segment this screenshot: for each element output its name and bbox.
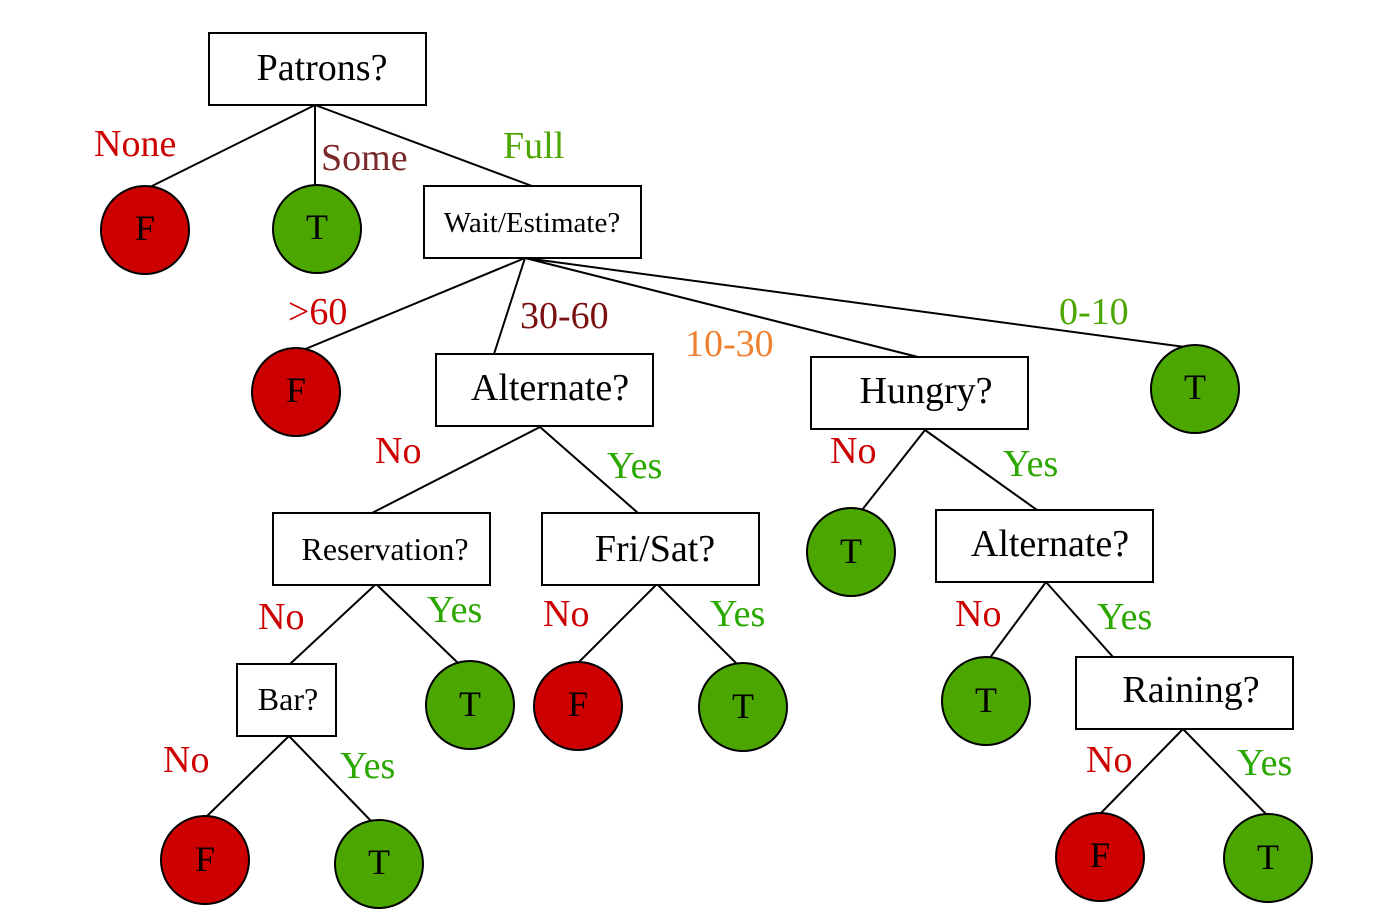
node-label-bar: Bar?	[258, 681, 318, 717]
edge-wait-30-60	[493, 257, 526, 355]
edge-wait-10-30	[524, 257, 919, 358]
edge-raining-no	[1099, 728, 1184, 815]
leaf-patrons-some: T	[272, 184, 362, 274]
leaf-label-wait-gt60: F	[286, 370, 306, 410]
edge-wait-0-10	[524, 257, 1186, 348]
leaf-label-reservation-yes: T	[459, 684, 481, 724]
edge-label-bar-yes: Yes	[340, 745, 395, 787]
leaf-fri-sat-yes: T	[698, 662, 788, 752]
leaf-label-hungry-no: T	[840, 531, 862, 571]
edge-frisat-yes	[656, 583, 739, 666]
edge-label-raining-no: No	[1086, 739, 1132, 781]
edge-reservation-no	[289, 583, 377, 665]
leaf-label-alternate2-no: T	[975, 680, 997, 720]
leaf-label-raining-yes: T	[1257, 837, 1279, 877]
leaf-alternate2-no: T	[941, 656, 1031, 746]
leaf-bar-no: F	[160, 815, 250, 905]
node-alternate-1: Alternate?	[435, 353, 654, 427]
edge-label-none: None	[94, 123, 176, 165]
leaf-raining-yes: T	[1223, 813, 1313, 903]
leaf-label-bar-no: F	[195, 839, 215, 879]
edge-alternate1-yes	[539, 426, 639, 514]
edge-raining-yes	[1182, 728, 1267, 815]
edge-label-hungry-yes: Yes	[1003, 443, 1058, 485]
node-raining: Raining?	[1075, 656, 1294, 730]
node-fri-sat: Fri/Sat?	[541, 512, 760, 586]
node-label-fri-sat: Fri/Sat?	[595, 528, 715, 570]
edge-label-10-30: 10-30	[685, 323, 774, 365]
leaf-wait-0-10: T	[1150, 344, 1240, 434]
node-label-hungry: Hungry?	[860, 370, 993, 412]
edge-label-frisat-no: No	[543, 593, 589, 635]
edge-label-reservation-no: No	[258, 596, 304, 638]
edge-label-some: Some	[321, 137, 408, 179]
leaf-raining-no: F	[1055, 812, 1145, 902]
leaf-fri-sat-no: F	[533, 661, 623, 751]
edge-bar-yes	[288, 735, 373, 823]
leaf-label-wait-0-10: T	[1184, 367, 1206, 407]
node-label-reservation: Reservation?	[301, 531, 468, 567]
node-bar: Bar?	[236, 663, 337, 737]
edge-label-alternate2-no: No	[955, 593, 1001, 635]
node-label-alternate-1: Alternate?	[471, 367, 629, 409]
node-reservation: Reservation?	[272, 512, 491, 586]
leaf-label-fri-sat-yes: T	[732, 686, 754, 726]
edge-frisat-no	[577, 583, 658, 664]
tree-edges	[147, 104, 1267, 823]
leaf-label-fri-sat-no: F	[568, 684, 588, 724]
edge-labels: None Some Full >60 30-60 10-30 0-10 No Y…	[94, 123, 1292, 787]
leaf-label-bar-yes: T	[368, 842, 390, 882]
edge-label-alternate1-no: No	[375, 430, 421, 472]
edge-label-bar-no: No	[163, 739, 209, 781]
edge-label-raining-yes: Yes	[1237, 742, 1292, 784]
edge-bar-no	[204, 735, 290, 819]
edge-label-frisat-yes: Yes	[710, 593, 765, 635]
edge-label-reservation-yes: Yes	[427, 589, 482, 631]
edge-patrons-none	[147, 104, 316, 189]
node-patrons: Patrons?	[208, 32, 427, 106]
decision-nodes: Patrons? Wait/Estimate? Alternate? Hungr…	[208, 32, 1294, 737]
edge-hungry-no	[861, 429, 926, 511]
edge-label-alternate1-yes: Yes	[607, 445, 662, 487]
node-alternate-2: Alternate?	[935, 509, 1154, 583]
leaf-wait-gt60: F	[251, 347, 341, 437]
edge-label-alternate2-yes: Yes	[1097, 596, 1152, 638]
leaf-label-patrons-none: F	[135, 208, 155, 248]
edge-reservation-yes	[375, 583, 459, 664]
node-hungry: Hungry?	[810, 356, 1029, 430]
leaf-patrons-none: F	[100, 185, 190, 275]
node-label-wait-estimate: Wait/Estimate?	[444, 207, 620, 239]
leaf-nodes: F T F T T T F T	[100, 184, 1313, 909]
edge-label-0-10: 0-10	[1059, 291, 1129, 333]
leaf-label-patrons-some: T	[306, 207, 328, 247]
edge-patrons-full	[314, 104, 533, 187]
edge-alternate2-yes	[1045, 581, 1114, 658]
edge-label-30-60: 30-60	[520, 295, 609, 337]
edge-alternate2-no	[988, 581, 1047, 660]
leaf-hungry-no: T	[806, 507, 896, 597]
leaf-bar-yes: T	[334, 819, 424, 909]
leaf-label-raining-no: F	[1090, 835, 1110, 875]
node-wait-estimate: Wait/Estimate?	[423, 185, 642, 259]
edge-hungry-yes	[924, 429, 1038, 511]
edge-label-hungry-no: No	[830, 430, 876, 472]
edge-alternate1-no	[371, 426, 541, 514]
edge-label-full: Full	[503, 125, 564, 167]
edge-wait-gt60	[302, 257, 526, 351]
node-label-alternate-2: Alternate?	[971, 523, 1129, 565]
edge-label-gt60: >60	[288, 291, 347, 333]
node-label-raining: Raining?	[1122, 669, 1259, 711]
leaf-reservation-yes: T	[425, 660, 515, 750]
node-label-patrons: Patrons?	[257, 47, 388, 89]
